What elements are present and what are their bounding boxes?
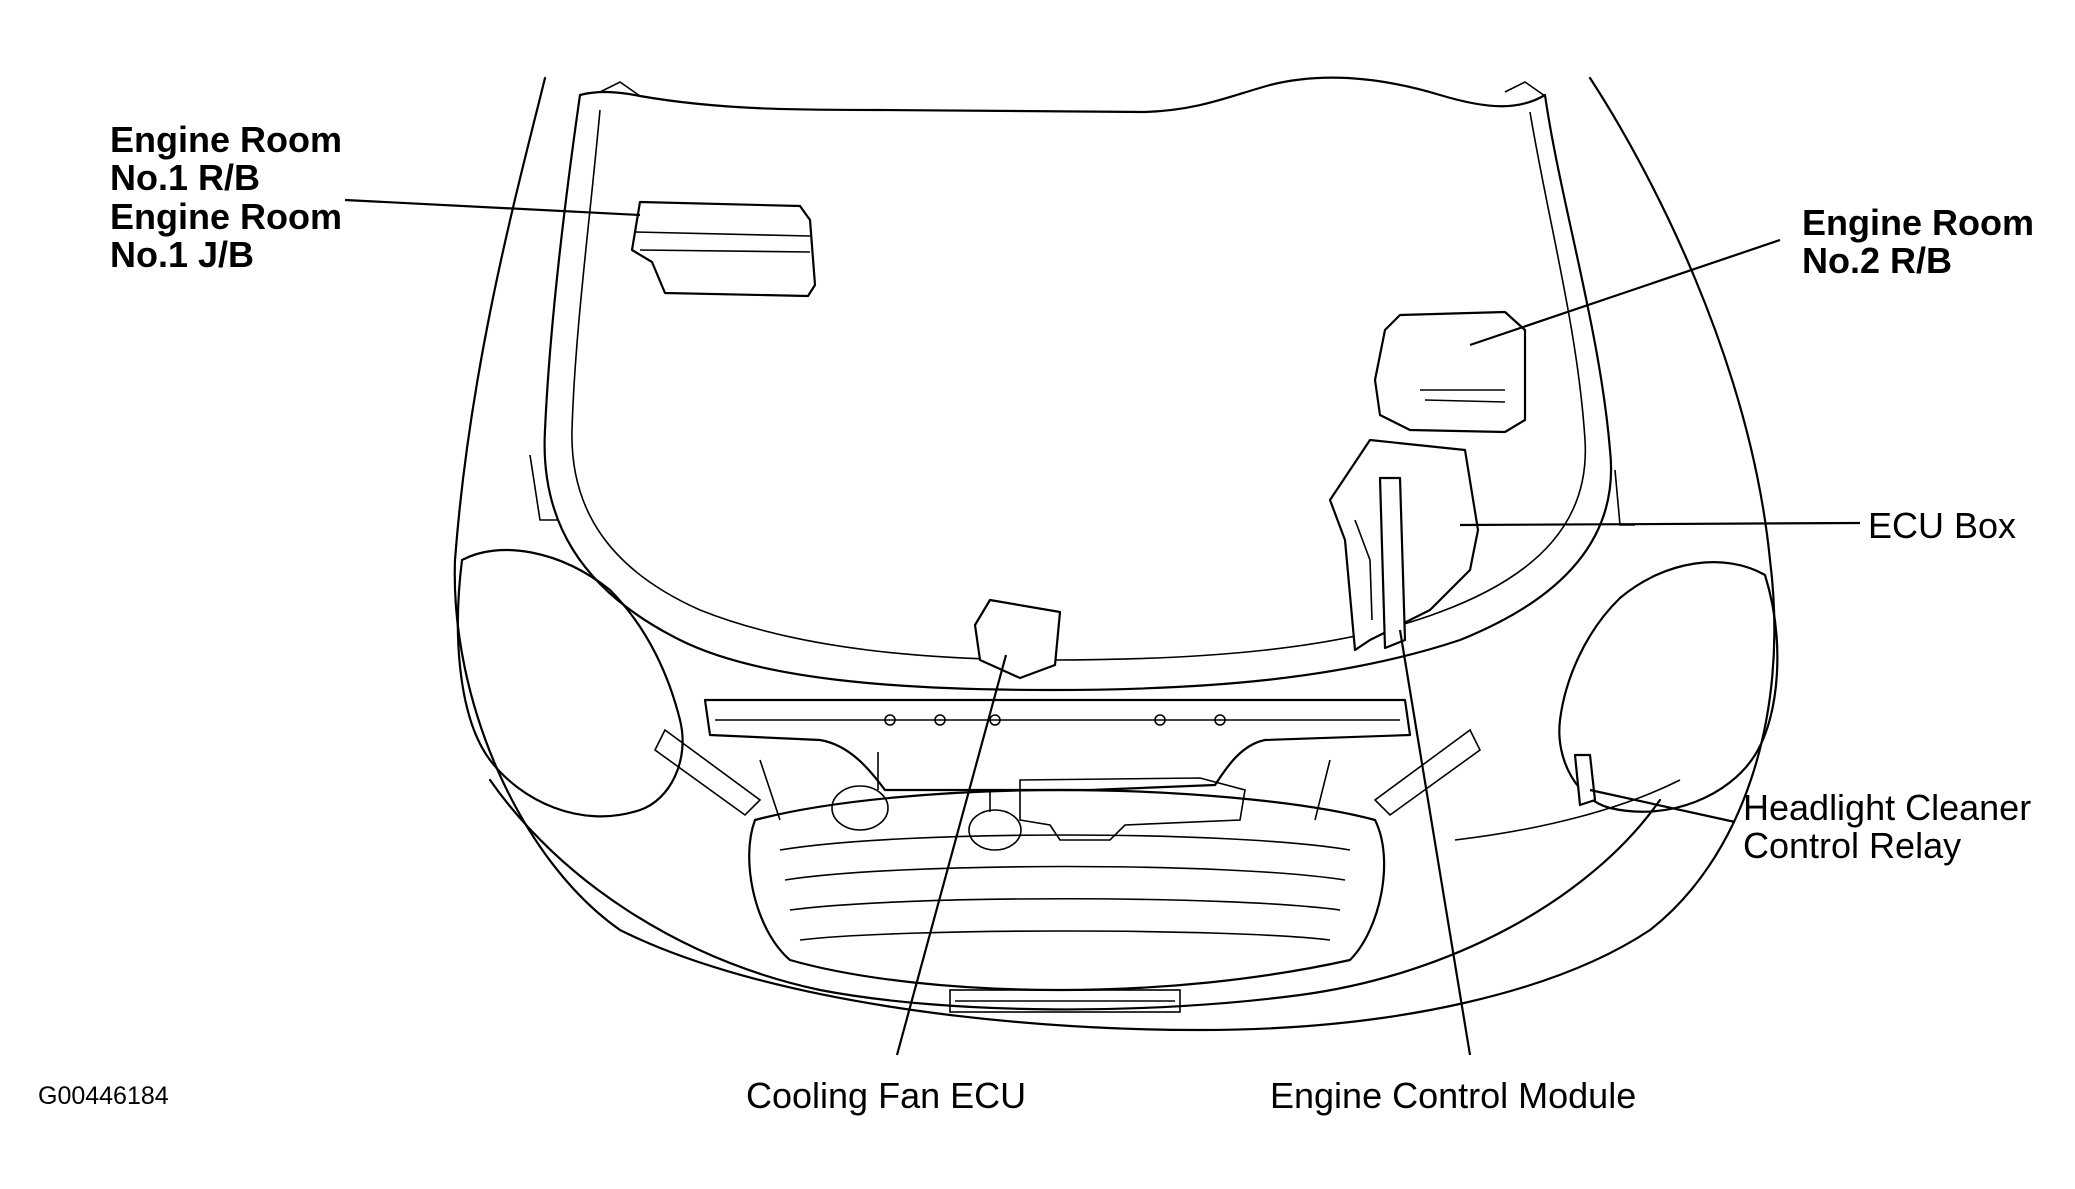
reservoir-left [831,785,889,831]
engine-room-no2-box [1373,310,1527,434]
leader-ecu-box [1459,521,1861,527]
right-strut [1614,469,1635,526]
grille-bar-4 [799,930,1331,941]
leader-lines [344,198,1861,1056]
car-body-outline [453,76,1776,1032]
label-line: Engine Room [1802,202,2034,243]
label-ecu-box: ECU Box [1868,505,2017,546]
label-line: Control Relay [1743,825,1962,866]
label-line: Headlight Cleaner [1743,787,2032,828]
bolt-3 [989,714,1001,726]
leader-engine-room-no2 [1469,238,1781,347]
grille-bar-1 [779,834,1351,851]
car-outline [453,76,1779,1032]
label-engine-room-no2-rb: Engine Room No.2 R/B [1802,205,2034,281]
figure-id: G00446184 [38,1082,169,1110]
label-line: No.1 J/B [110,234,255,275]
leader-engine-control-module [1398,629,1472,1056]
components [630,200,1597,807]
ecu-box-edge [1354,519,1373,621]
label-engine-room-no1-rb: Engine Room No.1 R/B [110,122,342,198]
grille-bar-2 [784,865,1346,881]
bumper-line-right [1454,779,1681,841]
label-engine-control-module: Engine Control Module [1270,1075,1637,1116]
bolt-5 [1214,714,1226,726]
label-engine-room-no1-jb: Engine Room No.1 J/B [110,199,342,275]
grille-outer [748,788,1386,992]
right-fender-bracket [1373,728,1482,817]
label-cooling-fan-ecu: Cooling Fan ECU [746,1075,1027,1116]
left-strut [529,454,558,521]
right-hinge [1504,81,1546,97]
label-line: Engine Room [110,119,342,160]
bolt-1 [884,714,896,726]
label-line: No.1 R/B [110,157,261,198]
headlight-cleaner-relay-box [1573,753,1597,807]
license-plate-slot [949,989,1181,1013]
label-headlight-cleaner-control-relay: Headlight Cleaner Control Relay [1743,790,2031,866]
label-line: No.2 R/B [1802,240,1953,281]
label-line: Engine Room [110,196,342,237]
bolt-4 [1154,714,1166,726]
engine-room-no1-box-detail [634,231,811,253]
hood-inner-line [571,109,1587,661]
radiator-support [703,698,1412,792]
leader-cooling-fan-ecu [895,654,1008,1056]
grille-bar-3 [789,897,1341,911]
engine-cover [1019,777,1246,841]
engine-room-no1-box [630,200,817,298]
bolt-2 [934,714,946,726]
left-hinge [599,81,641,97]
reservoir-right [968,809,1022,851]
left-headlight [456,548,684,818]
leader-engine-room-no1 [344,198,641,217]
engine-room-no2-box-detail [1420,389,1506,403]
leader-headlight-relay [1589,788,1736,824]
frame-rails [759,759,1331,821]
engine-control-module-box [1378,476,1407,650]
cooling-fan-ecu-box [973,598,1062,680]
bumper-upper [488,778,1662,1011]
left-fender-bracket [653,728,762,817]
